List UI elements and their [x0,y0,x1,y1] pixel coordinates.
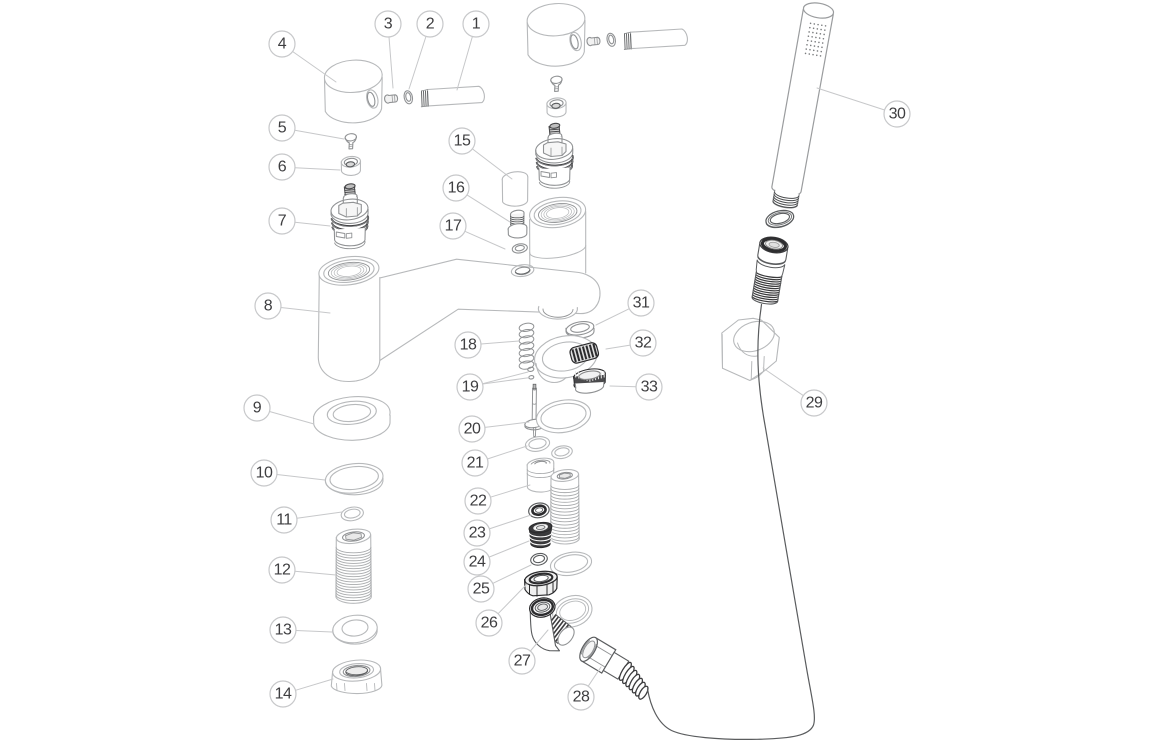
svg-text:2: 2 [426,16,435,33]
svg-text:13: 13 [275,622,292,639]
svg-text:30: 30 [889,106,906,123]
svg-text:1: 1 [472,16,481,33]
svg-text:7: 7 [278,213,287,230]
svg-text:15: 15 [454,133,471,150]
svg-text:21: 21 [467,455,484,472]
svg-text:16: 16 [448,180,465,197]
svg-text:8: 8 [264,298,273,315]
svg-text:22: 22 [470,493,487,510]
svg-text:33: 33 [641,379,658,396]
svg-text:9: 9 [253,400,262,417]
svg-text:32: 32 [635,335,652,352]
svg-text:31: 31 [633,295,650,312]
svg-text:11: 11 [276,512,292,529]
svg-text:12: 12 [274,562,291,579]
svg-text:4: 4 [278,36,287,53]
svg-text:14: 14 [275,686,292,703]
svg-text:20: 20 [464,421,481,438]
svg-text:25: 25 [473,581,490,598]
svg-text:29: 29 [806,395,823,412]
svg-text:28: 28 [573,689,590,706]
svg-text:5: 5 [278,120,287,137]
svg-text:3: 3 [384,16,393,33]
svg-text:6: 6 [278,159,287,176]
svg-text:27: 27 [514,653,531,670]
svg-text:26: 26 [481,615,498,632]
svg-text:19: 19 [462,379,479,396]
svg-text:17: 17 [445,218,462,235]
svg-text:18: 18 [460,337,477,354]
svg-text:10: 10 [256,465,273,482]
svg-text:23: 23 [469,525,486,542]
svg-text:24: 24 [469,554,486,571]
